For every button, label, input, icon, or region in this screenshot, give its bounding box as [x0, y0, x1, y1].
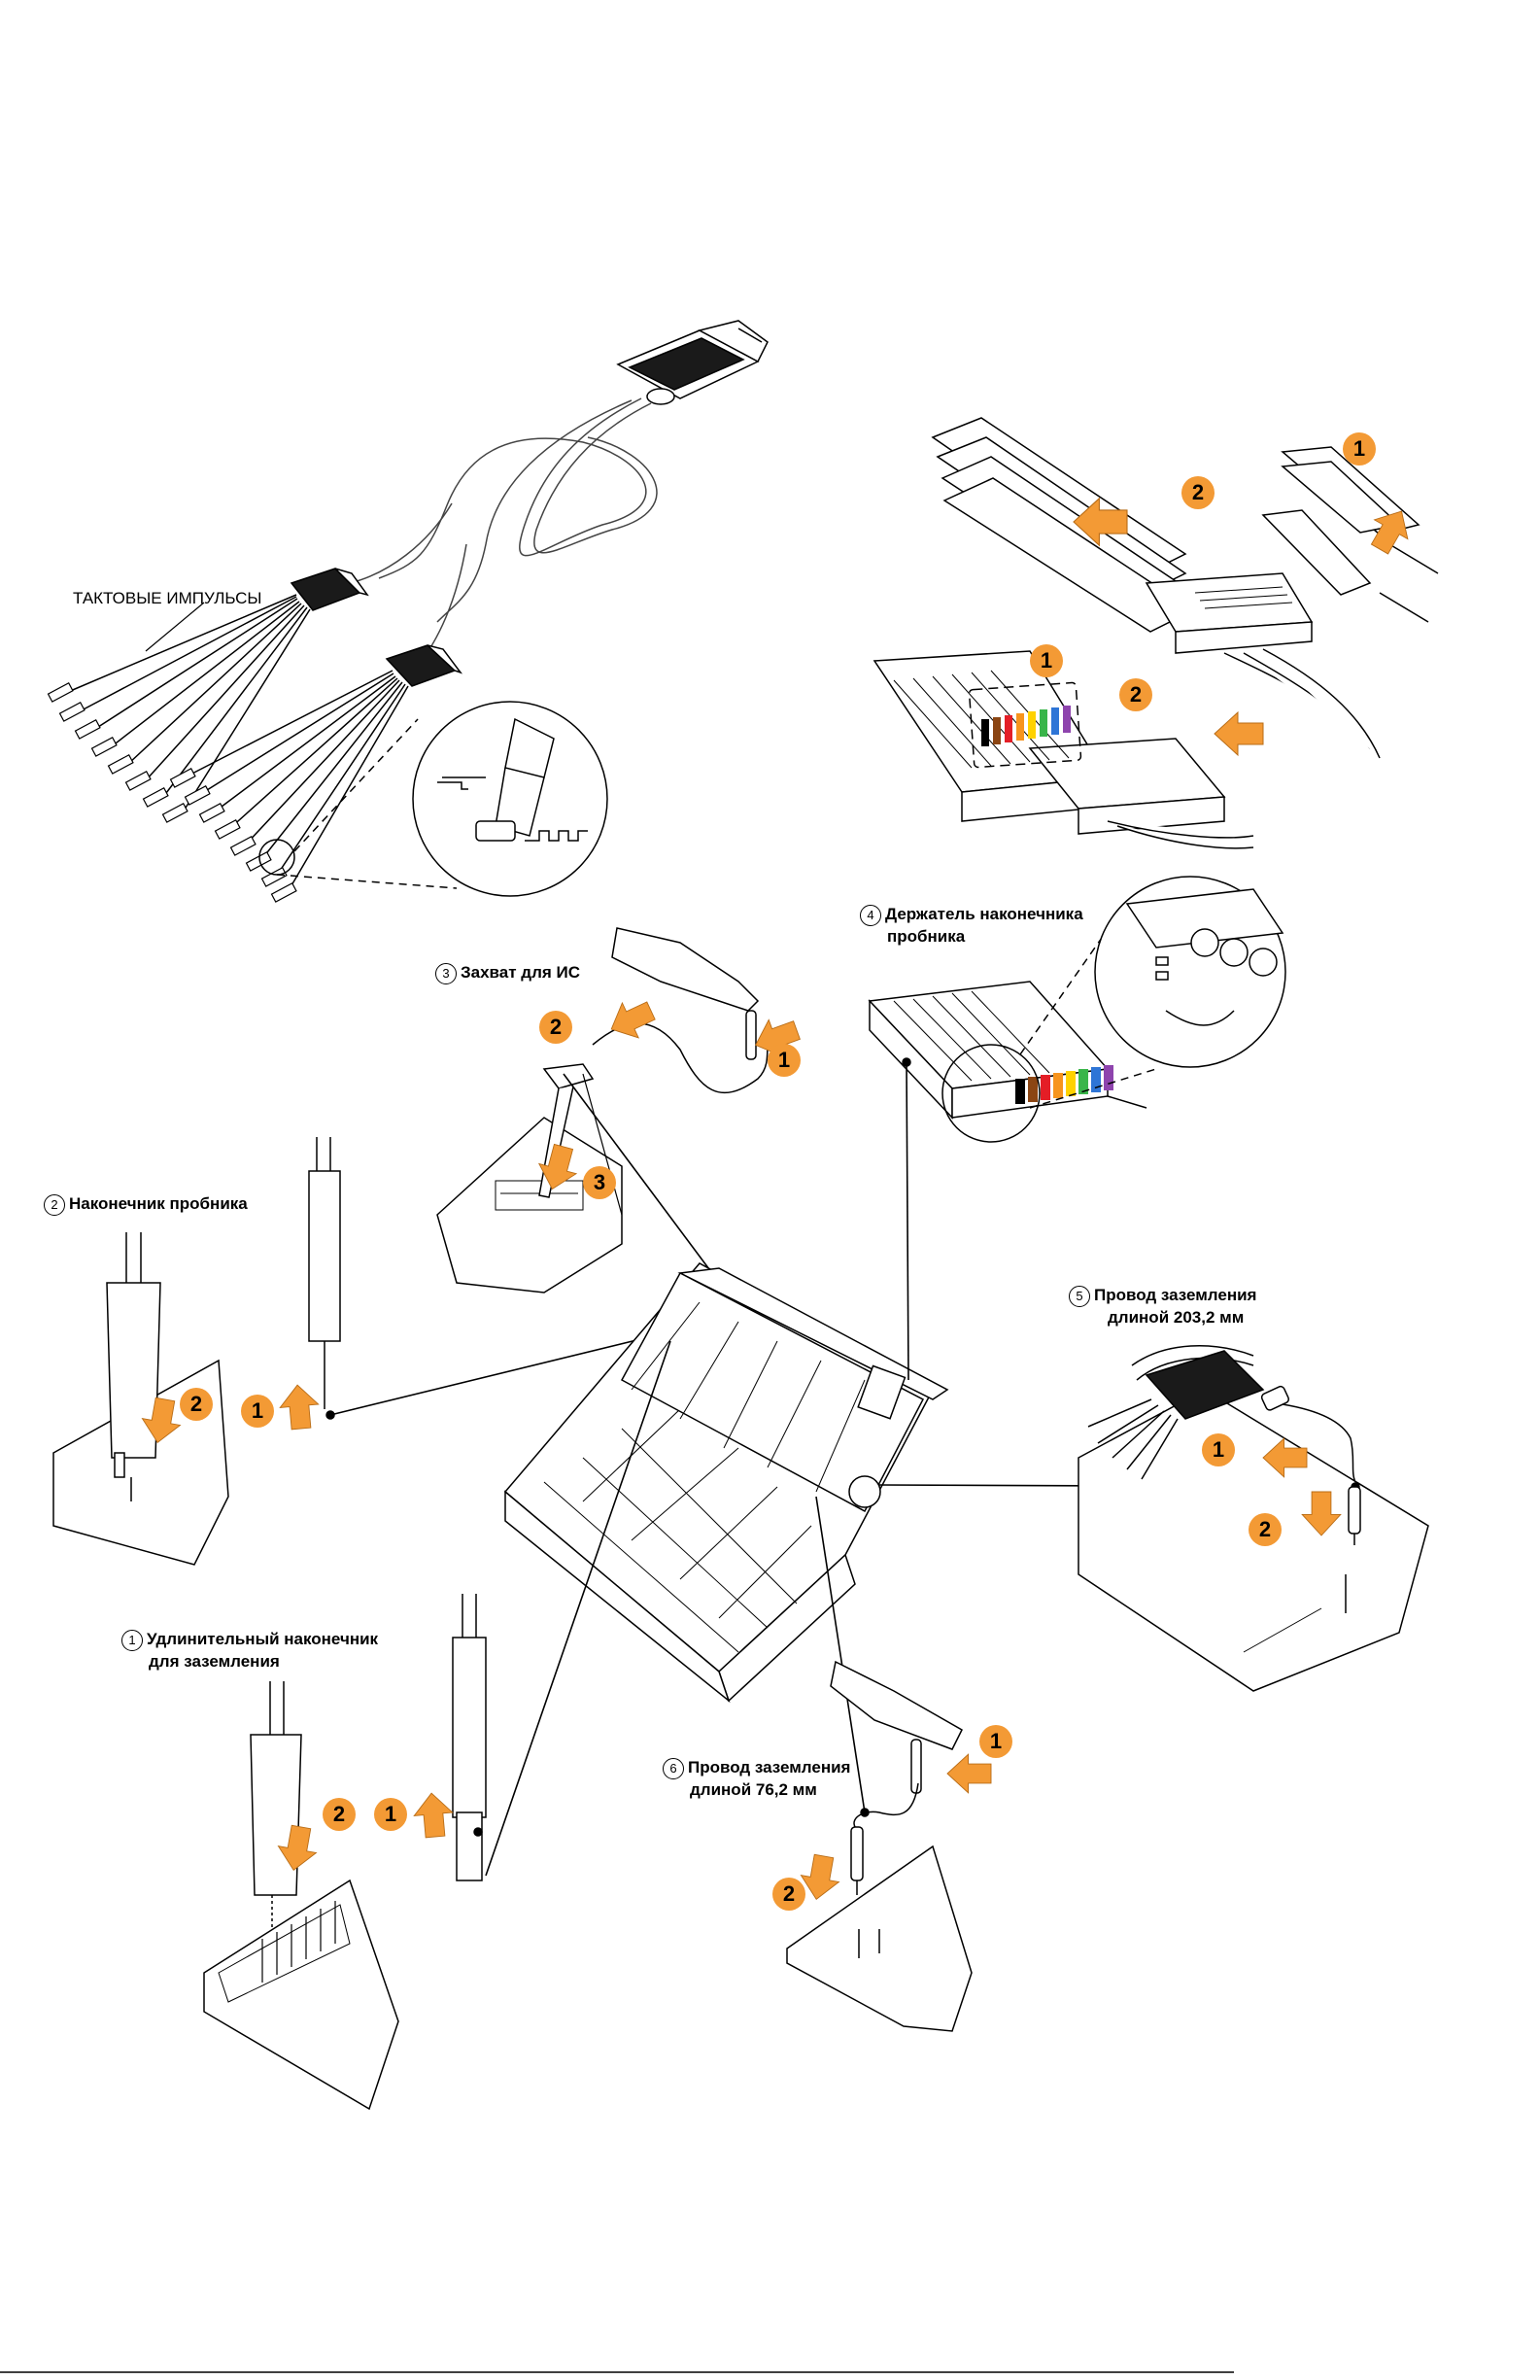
probe-connector-head — [618, 321, 768, 404]
holder-assembly-top — [874, 418, 1438, 848]
arrow-left — [1215, 712, 1263, 755]
probe-cable-assembly — [49, 321, 768, 902]
step-badge: 3 — [583, 1166, 616, 1199]
step-badge: 2 — [1249, 1513, 1282, 1546]
arrow-up — [412, 1791, 454, 1838]
callout-number: 2 — [44, 1194, 65, 1216]
step-badge: 1 — [1202, 1433, 1235, 1466]
step-badge: 1 — [768, 1044, 801, 1077]
clock-pulses-label: ТАКТОВЫЕ ИМПУЛЬСЫ — [73, 589, 261, 608]
step-badge: 1 — [1030, 644, 1063, 677]
step-badge: 2 — [772, 1878, 805, 1911]
callout-number: 6 — [663, 1758, 684, 1779]
holder-stack-2 — [874, 651, 1253, 848]
step-badge: 1 — [241, 1395, 274, 1428]
callout-number: 5 — [1069, 1286, 1090, 1307]
arrow-up — [278, 1383, 320, 1430]
step-badge: 2 — [1181, 476, 1215, 509]
step-badge: 2 — [180, 1388, 213, 1421]
step-badge: 1 — [979, 1725, 1012, 1758]
arrow-left — [603, 993, 660, 1047]
step-badge: 2 — [323, 1798, 356, 1831]
step-badge: 2 — [539, 1011, 572, 1044]
arrow-left — [947, 1754, 991, 1793]
lead-detail-zoom — [259, 702, 607, 896]
ground-lead-short-illustration — [787, 1662, 972, 2031]
callout-number: 1 — [121, 1630, 143, 1651]
callout-number: 3 — [435, 963, 457, 984]
step-badge: 1 — [1343, 432, 1376, 466]
step-badge: 1 — [374, 1798, 407, 1831]
callout-number: 4 — [860, 905, 881, 926]
step-badge: 2 — [1119, 678, 1152, 711]
